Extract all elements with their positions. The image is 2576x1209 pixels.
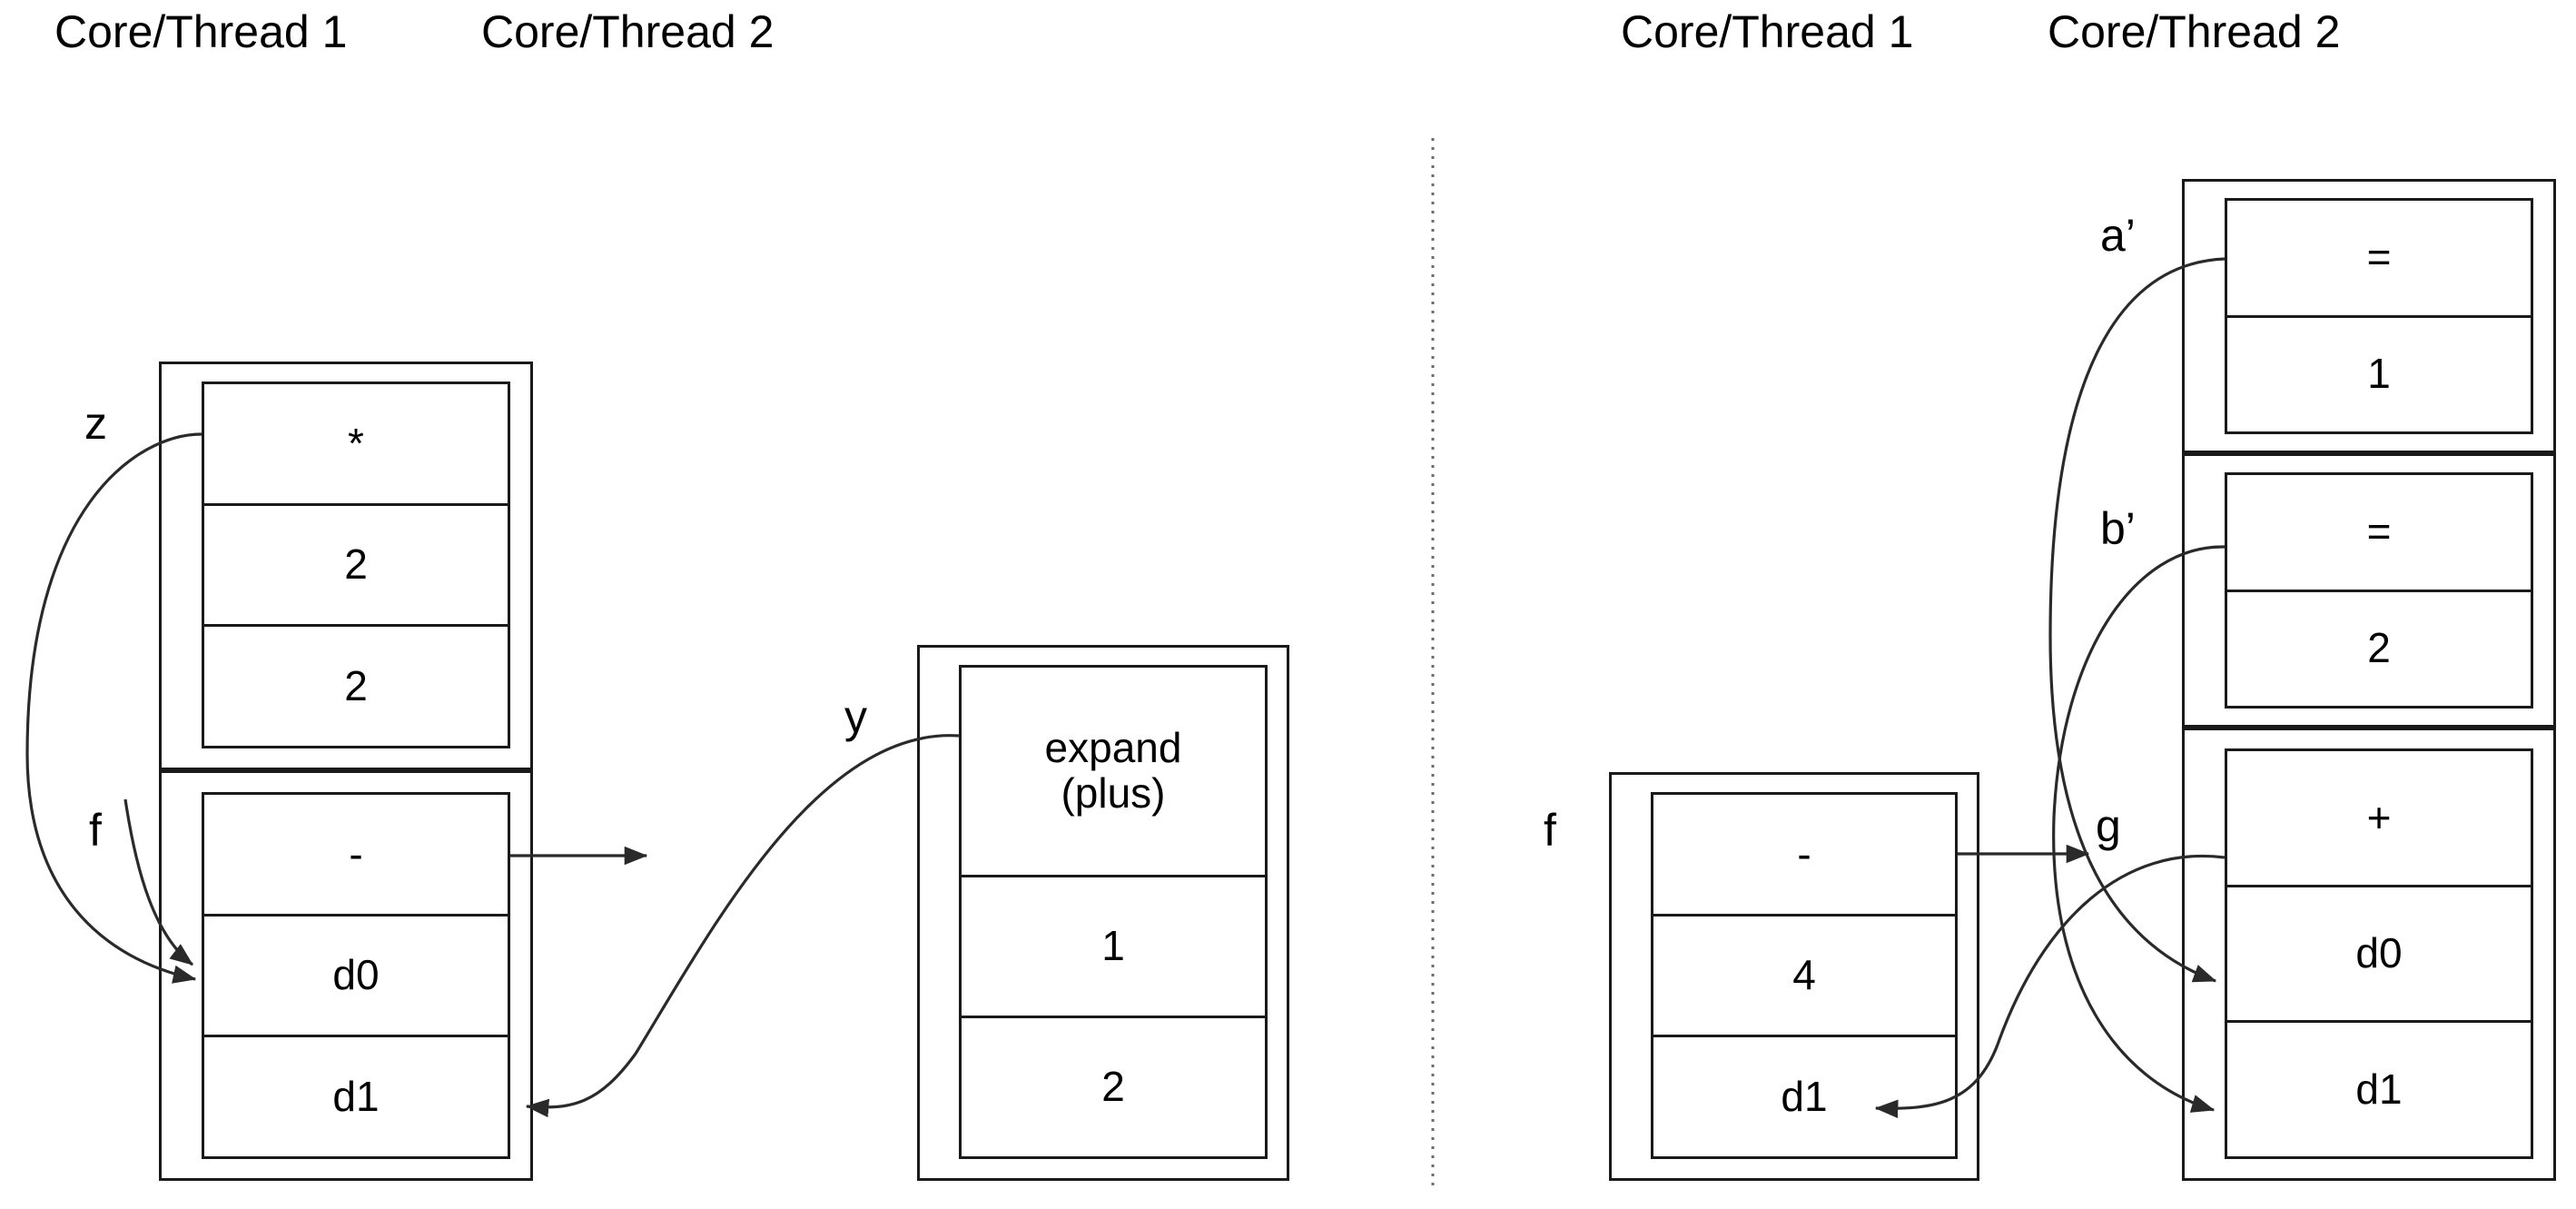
left-mul-node: * 2 2 [202,382,510,748]
left-future-node: - d0 d1 [202,792,510,1159]
left-expand-slot-arg1: 2 [1101,1063,1125,1111]
right-eq-one-slot-val: 1 [2367,350,2391,398]
wire-y-expand-to-d1 [525,734,960,1118]
left-expand-slot-arg0: 1 [962,877,1265,1018]
right-future-node: - 4 d1 [1651,792,1958,1159]
right-plus-slot-op: + [2227,751,2531,887]
right-eq-two-slot-op: = [2227,475,2531,592]
header-right-core-thread-1: Core/Thread 1 [1621,6,1914,57]
left-future-slot-d0: d0 [204,917,508,1038]
left-mul-slot-arg1: 2 [344,661,368,709]
right-eq-two-slot-val: 2 [2367,624,2391,672]
left-mul-slot-op: * [204,384,508,506]
pointer-label-b-prime: b’ [2100,503,2136,554]
right-future-slot-op: - [1653,795,1955,917]
header-left-core-thread-1: Core/Thread 1 [54,6,348,57]
header-left-core-thread-2: Core/Thread 2 [481,6,775,57]
right-eq-two-node: = 2 [2225,472,2533,709]
right-future-slot-val: 4 [1653,917,1955,1038]
header-right-core-thread-2: Core/Thread 2 [2048,6,2341,57]
right-plus-slot-d1: d1 [2355,1065,2403,1113]
pointer-label-z: z [84,398,107,449]
left-mul-slot-arg0: 2 [204,506,508,628]
left-future-slot-op: - [204,795,508,917]
right-plus-slot-d0: d0 [2227,887,2531,1024]
left-future-slot-d1: d1 [332,1072,380,1120]
pointer-label-y: y [844,691,867,742]
pointer-label-a-prime: a’ [2100,210,2136,261]
left-expand-node: expand (plus) 1 2 [959,665,1268,1159]
pointer-label-f-left: f [89,805,102,856]
pointer-label-f-right: f [1544,805,1556,856]
right-plus-node: + d0 d1 [2225,748,2533,1159]
pointer-label-g: g [2096,800,2121,851]
right-eq-one-slot-op: = [2227,201,2531,318]
left-expand-slot-op: expand (plus) [962,668,1265,877]
right-future-slot-d1: d1 [1781,1072,1828,1120]
right-eq-one-node: = 1 [2225,198,2533,434]
